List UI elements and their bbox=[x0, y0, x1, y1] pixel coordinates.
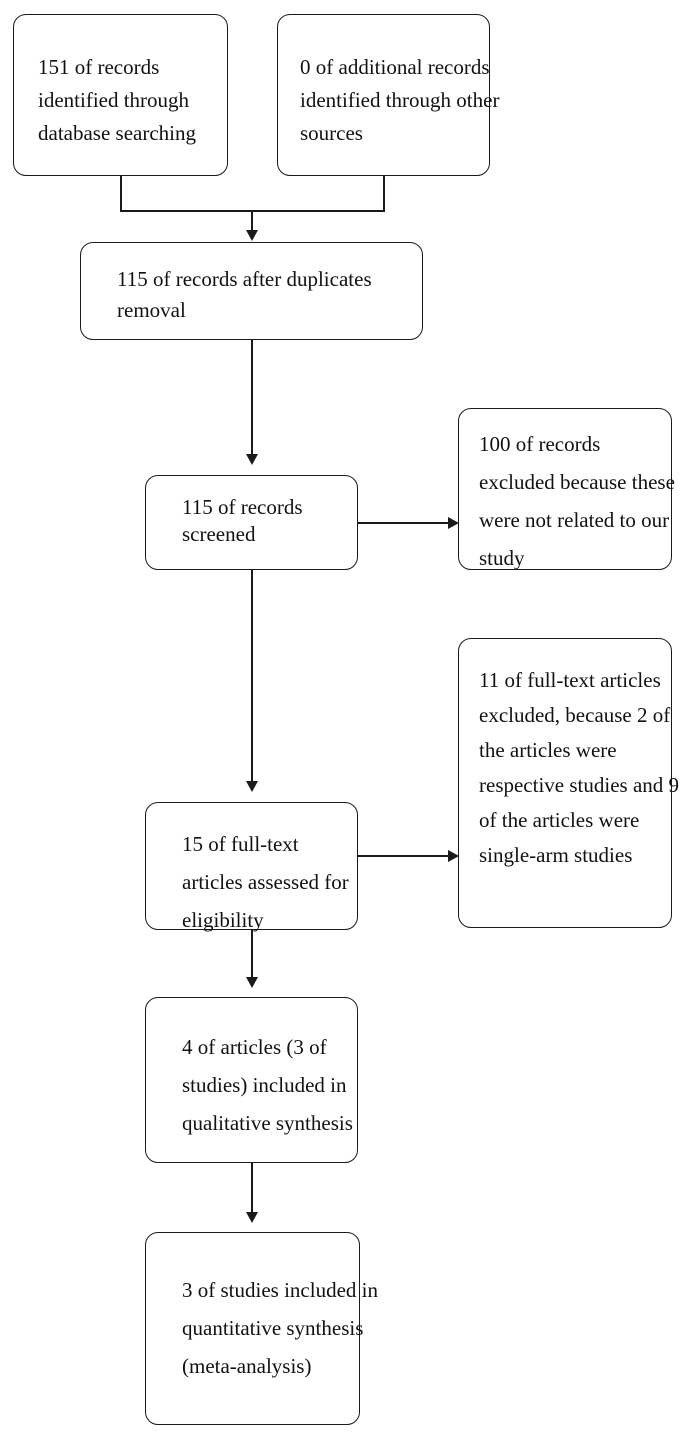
node-fulltext-excluded-label: 11 of full-text articles excluded, becau… bbox=[479, 668, 685, 867]
connector-merge-to-duplicates bbox=[251, 211, 253, 231]
node-records-screened: 115 of records screened bbox=[145, 475, 358, 570]
node-quantitative-synthesis-label: 3 of studies included in quantitative sy… bbox=[182, 1278, 384, 1378]
connector-screened-to-excluded bbox=[358, 522, 450, 524]
arrowhead-to-fulltext-icon bbox=[246, 781, 258, 792]
arrowhead-to-duplicates-icon bbox=[246, 230, 258, 241]
node-records-excluded: 100 of records excluded because these we… bbox=[458, 408, 675, 570]
arrowhead-to-records-excluded-icon bbox=[448, 517, 459, 529]
node-records-identified-label: 151 of records identified through databa… bbox=[38, 55, 197, 145]
node-qualitative-synthesis-label: 4 of articles (3 of studies) included in… bbox=[182, 1035, 353, 1135]
node-records-identified: 151 of records identified through databa… bbox=[13, 14, 228, 176]
node-records-after-duplicates-label: 115 of records after duplicates removal bbox=[117, 267, 377, 322]
node-fulltext-assessed: 15 of full-text articles assessed for el… bbox=[145, 802, 358, 932]
connector-screened-to-fulltext bbox=[251, 570, 253, 782]
arrowhead-to-quantitative-icon bbox=[246, 1212, 258, 1223]
connector-merge-bar bbox=[120, 210, 385, 212]
connector-fulltext-to-qualitative bbox=[251, 930, 253, 978]
arrowhead-to-qualitative-icon bbox=[246, 977, 258, 988]
node-fulltext-excluded: 11 of full-text articles excluded, becau… bbox=[458, 638, 679, 928]
node-additional-records-label: 0 of additional records identified throu… bbox=[300, 55, 505, 145]
connector-qualitative-to-quantitative bbox=[251, 1163, 253, 1213]
node-records-screened-label: 115 of records screened bbox=[182, 495, 308, 546]
connector-duplicates-to-screened bbox=[251, 340, 253, 455]
node-records-after-duplicates: 115 of records after duplicates removal bbox=[80, 242, 423, 340]
arrowhead-to-fulltext-excluded-icon bbox=[448, 850, 459, 862]
connector-fulltext-to-excluded bbox=[358, 855, 450, 857]
node-quantitative-synthesis: 3 of studies included in quantitative sy… bbox=[145, 1232, 378, 1425]
node-additional-records: 0 of additional records identified throu… bbox=[277, 14, 499, 176]
node-qualitative-synthesis: 4 of articles (3 of studies) included in… bbox=[145, 997, 358, 1163]
node-fulltext-assessed-label: 15 of full-text articles assessed for el… bbox=[182, 832, 355, 932]
connector-additional-down bbox=[383, 176, 385, 211]
connector-identified-down bbox=[120, 176, 122, 211]
arrowhead-to-screened-icon bbox=[246, 454, 258, 465]
node-records-excluded-label: 100 of records excluded because these we… bbox=[479, 432, 681, 570]
